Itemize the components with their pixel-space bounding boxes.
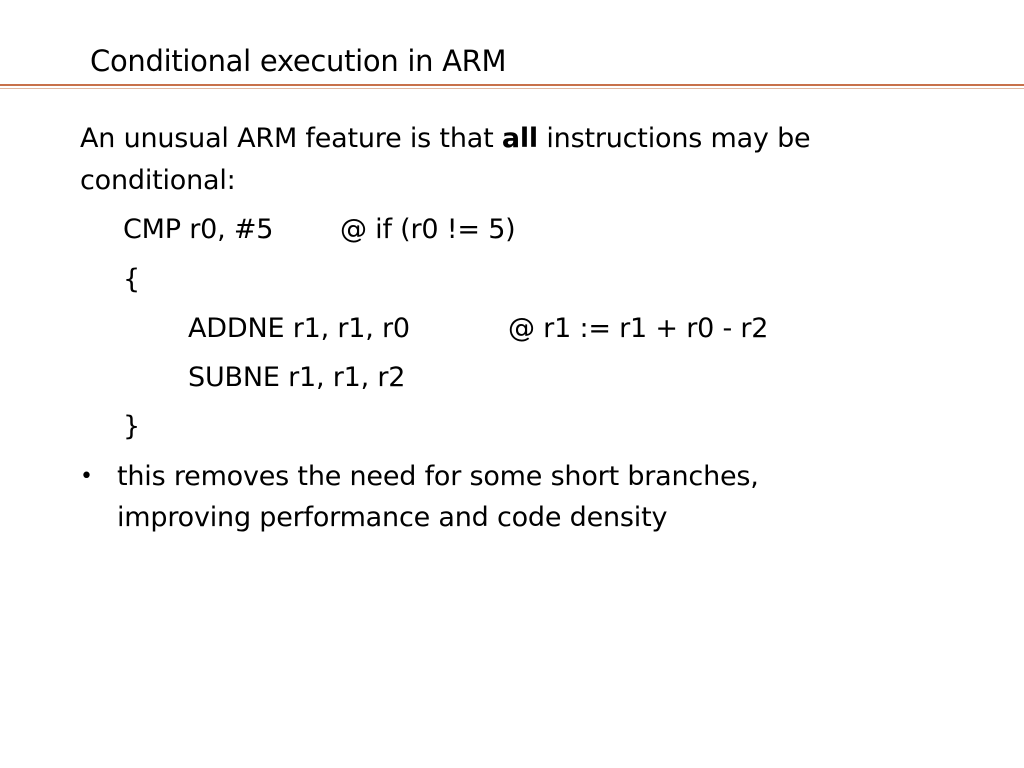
code-cmp-instruction: CMP r0, #5 xyxy=(123,214,274,245)
code-close-brace: } xyxy=(123,411,140,442)
code-subne-instruction: SUBNE r1, r1, r2 xyxy=(188,362,406,393)
intro-text-after: instructions may be xyxy=(538,123,811,154)
code-cmp-comment: @ if (r0 != 5) xyxy=(340,214,516,245)
title-underline xyxy=(0,84,1024,86)
intro-text-before: An unusual ARM feature is that xyxy=(80,123,502,154)
title-underline-secondary xyxy=(0,88,1024,89)
bullet-text-line-1: this removes the need for some short bra… xyxy=(117,461,759,492)
code-addne-comment: @ r1 := r1 + r0 - r2 xyxy=(508,313,769,344)
intro-line-1: An unusual ARM feature is that all instr… xyxy=(80,119,811,159)
code-open-brace: { xyxy=(123,264,140,295)
slide-title: Conditional execution in ARM xyxy=(90,44,507,78)
code-addne-instruction: ADDNE r1, r1, r0 xyxy=(188,313,410,344)
bullet-text-line-2: improving performance and code density xyxy=(117,502,668,533)
intro-emphasis: all xyxy=(501,123,538,154)
bullet-marker: • xyxy=(80,464,93,489)
intro-line-2: conditional: xyxy=(80,165,236,196)
